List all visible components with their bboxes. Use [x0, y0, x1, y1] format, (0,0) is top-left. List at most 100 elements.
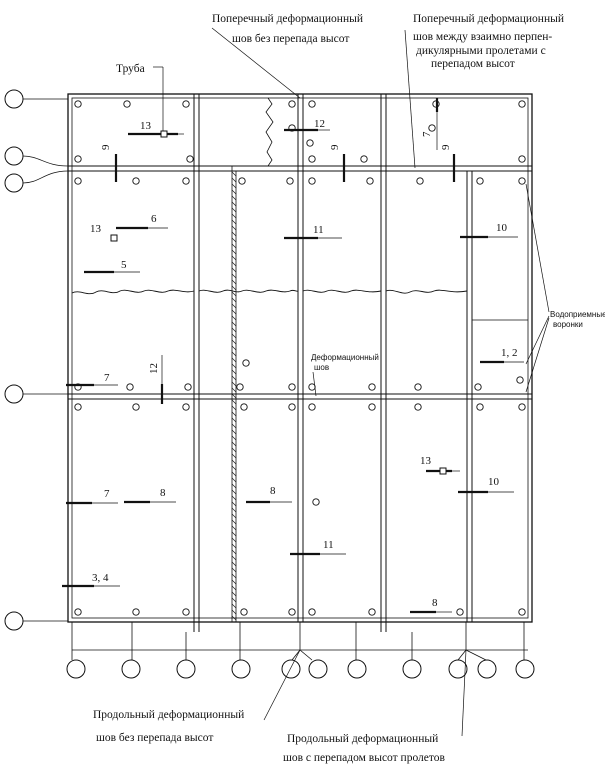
roof-structure	[67, 93, 533, 632]
hatch-mark	[231, 195, 237, 201]
drain-funnel	[182, 403, 190, 411]
hatch-mark	[231, 183, 237, 189]
marker-label: 9	[440, 144, 452, 150]
axis-bubble	[4, 146, 24, 166]
drain-funnel	[240, 608, 248, 616]
drain-funnel	[308, 608, 316, 616]
hatch-mark	[231, 537, 237, 543]
drain-funnel	[242, 359, 250, 367]
marker-label: 11	[323, 539, 334, 551]
drain-funnel	[308, 155, 316, 163]
hatch-mark	[231, 435, 237, 441]
hatch-mark	[231, 531, 237, 537]
axis-bubble	[281, 659, 301, 679]
drain-funnel	[518, 403, 526, 411]
hatch-mark	[231, 465, 237, 471]
pipe-icon	[110, 234, 118, 242]
hatch-mark	[231, 237, 237, 243]
hatch-mark	[231, 303, 237, 309]
axis-bubble	[231, 659, 251, 679]
hatch-mark	[231, 423, 237, 429]
hatch-mark	[231, 501, 237, 507]
annotation-transverse-joint-2: шов без перепада высот	[232, 33, 349, 45]
hatch-mark	[231, 387, 237, 393]
marker-label: 7	[104, 488, 110, 500]
drain-funnel	[74, 608, 82, 616]
axis-bubbles-left	[4, 89, 24, 631]
axis-bubble	[477, 659, 497, 679]
drain-funnel	[74, 155, 82, 163]
drain-funnel	[308, 403, 316, 411]
hatch-mark	[231, 393, 237, 399]
hatch-mark	[231, 513, 237, 519]
hatch-mark	[231, 429, 237, 435]
annotation-longitudinal-step-joint-2: шов с перепадом высот пролетов	[283, 752, 446, 764]
drain-funnel	[456, 608, 464, 616]
drain-funnel	[126, 383, 134, 391]
marker-label: 11	[313, 224, 324, 236]
drain-funnel	[182, 608, 190, 616]
drain-funnel	[238, 177, 246, 185]
hatch-mark	[231, 411, 237, 417]
axis-bubble	[402, 659, 422, 679]
hatch-mark	[231, 441, 237, 447]
marker-label: 1, 2	[501, 347, 518, 359]
drain-funnel	[288, 100, 296, 108]
hatch-mark	[231, 255, 237, 261]
annotation-texts: Поперечный деформационный шов без перепа…	[93, 13, 605, 764]
axis-bubble	[66, 659, 86, 679]
drain-funnel	[132, 177, 140, 185]
annotation-funnels-1: Водоприемные	[550, 310, 605, 319]
marker-label: 13	[140, 120, 152, 132]
marker-numbers: 13 12 9 9 7 9 6 13 11 10 5 12 7 1, 2 7 8…	[90, 118, 518, 609]
drain-funnel	[74, 177, 82, 185]
hatch-mark	[231, 273, 237, 279]
hatch-mark	[231, 267, 237, 273]
hatch-mark	[231, 261, 237, 267]
hatch-mark	[231, 489, 237, 495]
hatch-mark	[231, 567, 237, 573]
hatch-mark	[231, 309, 237, 315]
pipe-markers	[110, 130, 447, 475]
axis-bubble	[4, 611, 24, 631]
axis-bubble	[448, 659, 468, 679]
drain-funnel	[306, 139, 314, 147]
drain-funnel	[288, 403, 296, 411]
drain-funnel	[518, 100, 526, 108]
drain-funnel	[74, 100, 82, 108]
drain-funnel	[474, 383, 482, 391]
axis-lines-left	[22, 98, 69, 622]
hatch-mark	[231, 519, 237, 525]
hatch-mark	[231, 381, 237, 387]
drain-funnel	[518, 608, 526, 616]
drain-funnel	[288, 383, 296, 391]
hatch-mark	[231, 585, 237, 591]
hatch-mark	[231, 597, 237, 603]
marker-label: 10	[488, 476, 500, 488]
axis-bubble	[515, 659, 535, 679]
hatch-mark	[231, 189, 237, 195]
axis-bubble	[347, 659, 367, 679]
hatch-mark	[231, 549, 237, 555]
hatch-mark	[231, 339, 237, 345]
hatch-mark	[231, 579, 237, 585]
annotation-perpendicular-joint-2: шов между взаимно перпен-	[413, 31, 552, 43]
hatch-mark	[231, 333, 237, 339]
drain-funnel	[414, 403, 422, 411]
marker-extensions	[92, 112, 524, 613]
pipe-icon	[439, 467, 447, 475]
annotation-transverse-joint-1: Поперечный деформационный	[212, 13, 363, 25]
marker-label: 7	[104, 372, 110, 384]
hatch-marks	[231, 171, 237, 621]
axis-bubble	[4, 173, 24, 193]
hatch-mark	[231, 453, 237, 459]
drain-funnel	[476, 177, 484, 185]
hatch-mark	[231, 327, 237, 333]
annotation-perpendicular-joint-1: Поперечный деформационный	[413, 13, 564, 25]
marker-label: 13	[420, 455, 432, 467]
hatch-mark	[231, 615, 237, 621]
hatch-mark	[231, 171, 237, 177]
drain-funnel	[240, 403, 248, 411]
drain-funnel	[414, 383, 422, 391]
